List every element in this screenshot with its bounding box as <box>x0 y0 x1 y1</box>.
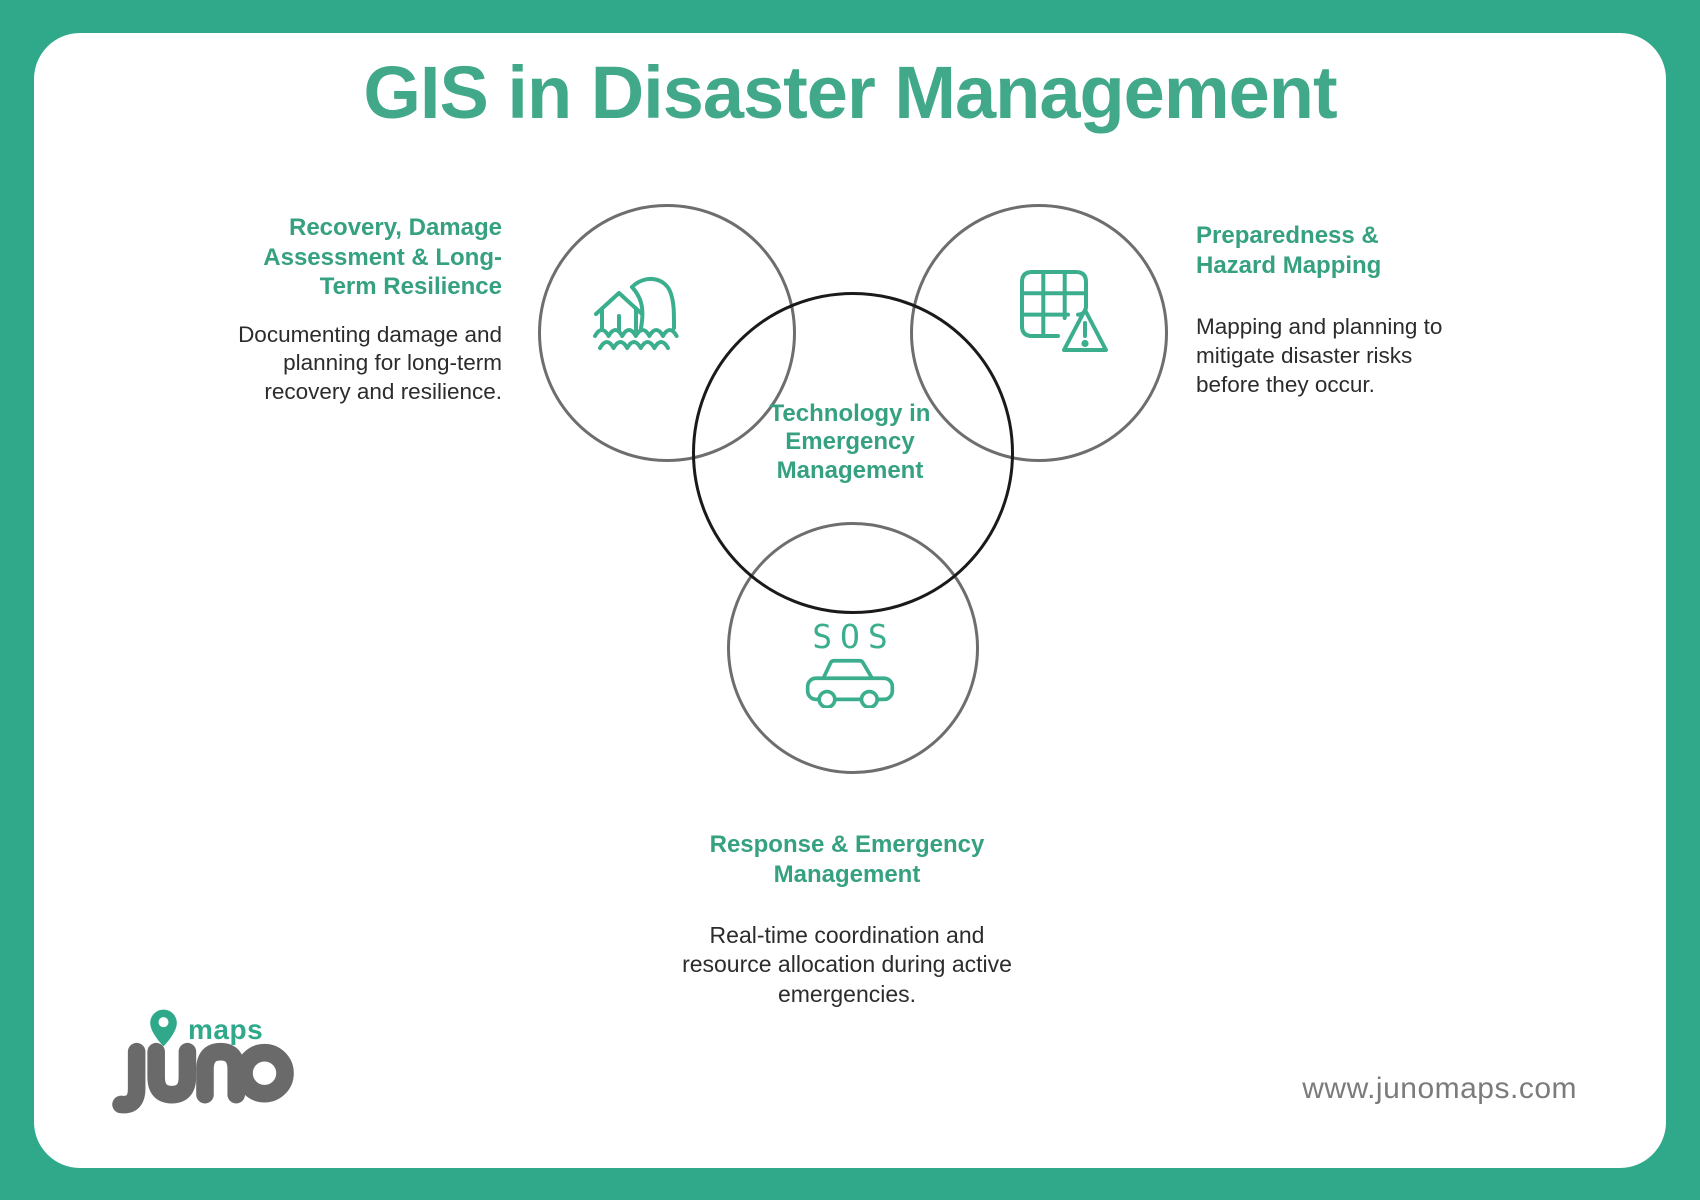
recovery-body: Documenting damage and planning for long… <box>238 321 502 405</box>
venn-circle-center <box>692 292 1014 614</box>
venn-center-label: Technology in Emergency Management <box>769 400 931 484</box>
recovery-heading: Recovery, Damage Assessment & Long- Term… <box>263 214 502 301</box>
section-response: Response & Emergency Management Real-tim… <box>622 830 1072 1009</box>
page-title: GIS in Disaster Management <box>363 51 1337 134</box>
website-url: www.junomaps.com <box>1302 1072 1577 1105</box>
section-preparedness: Preparedness & Hazard Mapping Mapping an… <box>1196 221 1516 399</box>
response-heading: Response & Emergency Management <box>709 831 985 888</box>
section-recovery: Recovery, Damage Assessment & Long- Term… <box>210 213 502 407</box>
sos-label: SOS <box>812 617 896 656</box>
juno-wordmark <box>112 1042 294 1114</box>
preparedness-heading: Preparedness & Hazard Mapping <box>1196 222 1382 279</box>
emergency-car-icon <box>805 658 895 708</box>
response-body: Real-time coordination and resource allo… <box>682 922 1012 1007</box>
brand-tag: maps <box>188 1014 264 1045</box>
map-grid-hazard-icon <box>1020 270 1108 352</box>
map-pin-icon <box>150 1009 177 1047</box>
preparedness-body: Mapping and planning to mitigate disaste… <box>1196 314 1443 397</box>
flood-house-wave-icon <box>593 277 679 350</box>
